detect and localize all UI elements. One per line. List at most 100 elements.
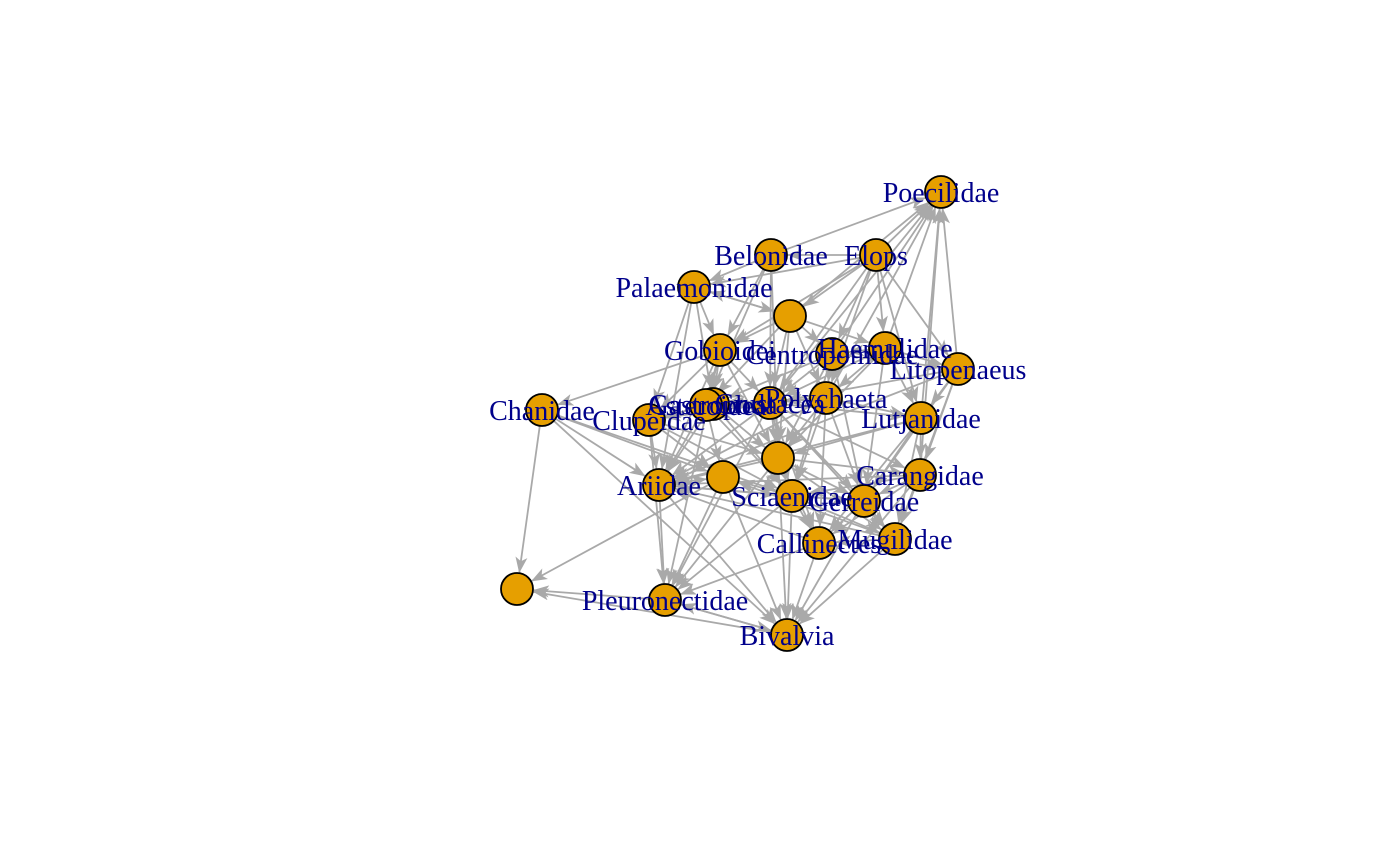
node-lutjanidae [904,401,938,435]
node-label-haemulidae: Haemulidae [817,334,952,365]
edge-palaemonidae-to-clupeidae [653,301,690,405]
node-label-clupeidae: Clupeidae [592,406,706,437]
edge-elops-to-lutjanidae [879,270,919,403]
edge-ariidae-to-bivalvia [668,496,777,623]
node-palaemonidae [677,270,711,304]
edge-haemulidae-to-lutjanidae [891,361,915,404]
edge-gobioidei-to-ariidae [665,364,715,471]
node-bivalvia [770,618,804,652]
node-label-sciaenidae: Sciaenidae [731,482,852,513]
edge-bivalvia-to-pleuronectidae [680,603,772,632]
edge-palaemonidae-to-gobioidei [699,301,715,336]
node-label-bivalvia: Bivalvia [740,621,835,652]
node-label-gastropoda: Gastropoda [648,390,778,421]
edge-centropomidae-to-poecilidae [840,205,933,342]
node-carangidae [903,458,937,492]
edge-sciaenidae-to-pleuronectidae [677,505,781,590]
edge-crustacea-to-u2 [767,418,780,443]
edge-u1-to-gobioidei [734,322,777,344]
node-mugilidae [878,522,912,556]
edge-litopenaeus-to-poecilidae [938,207,958,354]
edge-callinectes-to-pleuronectidae [680,547,805,595]
edge-u1-to-polychaeta [795,330,820,384]
edge-elops-to-centropomidae [838,269,871,340]
node-label-asteroidea: Asteroidea [645,391,767,422]
edge-mugilidae-to-callinectes [834,535,880,548]
edge-gobioidei-to-crustacea [730,361,760,392]
node-callinectes [802,526,836,560]
node-label-palaemonidae: Palaemonidae [615,273,772,304]
node-crustacea [753,386,787,420]
edge-polychaeta-to-gerreidae [830,412,859,486]
edge-haemulidae-to-centropomidae [847,344,870,357]
edge-u1-to-haemulidae [804,320,870,344]
edge-palaemonidae-to-u1 [709,290,775,313]
node-ariidae [642,468,676,502]
edge-sciaenidae-to-bivalvia [782,511,795,620]
edge-belonidae-to-poecilidae [785,197,926,251]
edge-carangidae-to-gerreidae [878,480,906,495]
edge-clupeidae-to-u2 [664,423,763,455]
edge-asteroidea-to-u3 [708,420,722,462]
node-haemulidae [868,331,902,365]
edge-gerreidae-to-callinectes [830,511,853,533]
edge-polychaeta-to-u2 [787,409,817,446]
node-label-gerreidae: Gerreidae [809,487,919,518]
edge-centropomidae-to-polychaeta [824,365,837,383]
edge-carangidae-to-mugilidae [900,489,916,525]
node-belonidae [754,238,788,272]
node-label-callinectes: Callinectes [757,529,881,560]
edge-sciaenidae-to-callinectes [797,509,812,530]
edge-chanidae-to-u4 [515,425,541,574]
edge-centropomidae-to-crustacea [782,363,821,394]
node-label-elops: Elops [844,241,908,272]
edge-u1-to-asteroidea [716,327,780,394]
edge-clupeidae-to-sciaenidae [662,426,778,489]
edge-bivalvia-to-u4 [532,588,772,634]
edge-gerreidae-to-ariidae [674,481,849,501]
node-gerreidae [847,484,881,518]
edge-elops-to-u1 [803,263,864,307]
node-label-mugilidae: Mugilidae [837,525,952,556]
node-label-polychaeta: Polychaeta [765,384,888,415]
node-chanidae [525,393,559,427]
node-u3 [706,460,740,494]
node-label-gobioidei: Gobioidei [664,336,776,367]
edge-elops-to-palaemonidae [709,256,861,288]
node-gobioidei [703,333,737,367]
edge-mugilidae-to-u3 [738,481,881,535]
node-label-carangidae: Carangidae [856,461,984,492]
node-sciaenidae [775,479,809,513]
edge-crustacea-to-poecilidae [779,204,931,392]
edge-belonidae-to-crustacea [764,270,777,388]
node-polychaeta [809,381,843,415]
node-asteroidea [689,388,723,422]
edge-chanidae-to-ariidae [554,417,646,477]
edge-carangidae-to-sciaenidae [807,476,905,497]
edge-lutjanidae-to-gerreidae [872,430,913,488]
label-layer: PoecilidaeElopsBelonidaePalaemonidaeHaem… [489,178,1026,652]
edge-palaemonidae-to-ariidae [658,302,693,470]
node-u1 [773,299,807,333]
node-label-poecilidae: Poecilidae [883,178,1000,209]
edge-crustacea-to-callinectes [774,417,815,528]
edge-elops-to-haemulidae [875,270,888,333]
edge-gerreidae-to-mugilidae [870,510,885,527]
edge-callinectes-to-bivalvia [791,557,815,620]
edge-u2-to-sciaenidae [775,463,787,481]
node-u4 [500,572,534,606]
edge-gobioidei-to-asteroidea [708,365,720,390]
node-u2 [761,441,795,475]
edge-sciaenidae-to-u3 [738,479,777,493]
node-elops [859,238,893,272]
node-label-crustacea: Crustacea [715,389,826,420]
edge-lutjanidae-to-callinectes [829,429,912,531]
edge-crustacea-to-ariidae [671,411,758,476]
edge-haemulidae-to-poecilidae [889,207,937,334]
edge-clupeidae-to-ariidae [648,435,661,470]
edge-clupeidae-to-u3 [661,429,711,468]
node-pleuronectidae [648,583,682,617]
node-centropomidae [815,337,849,371]
